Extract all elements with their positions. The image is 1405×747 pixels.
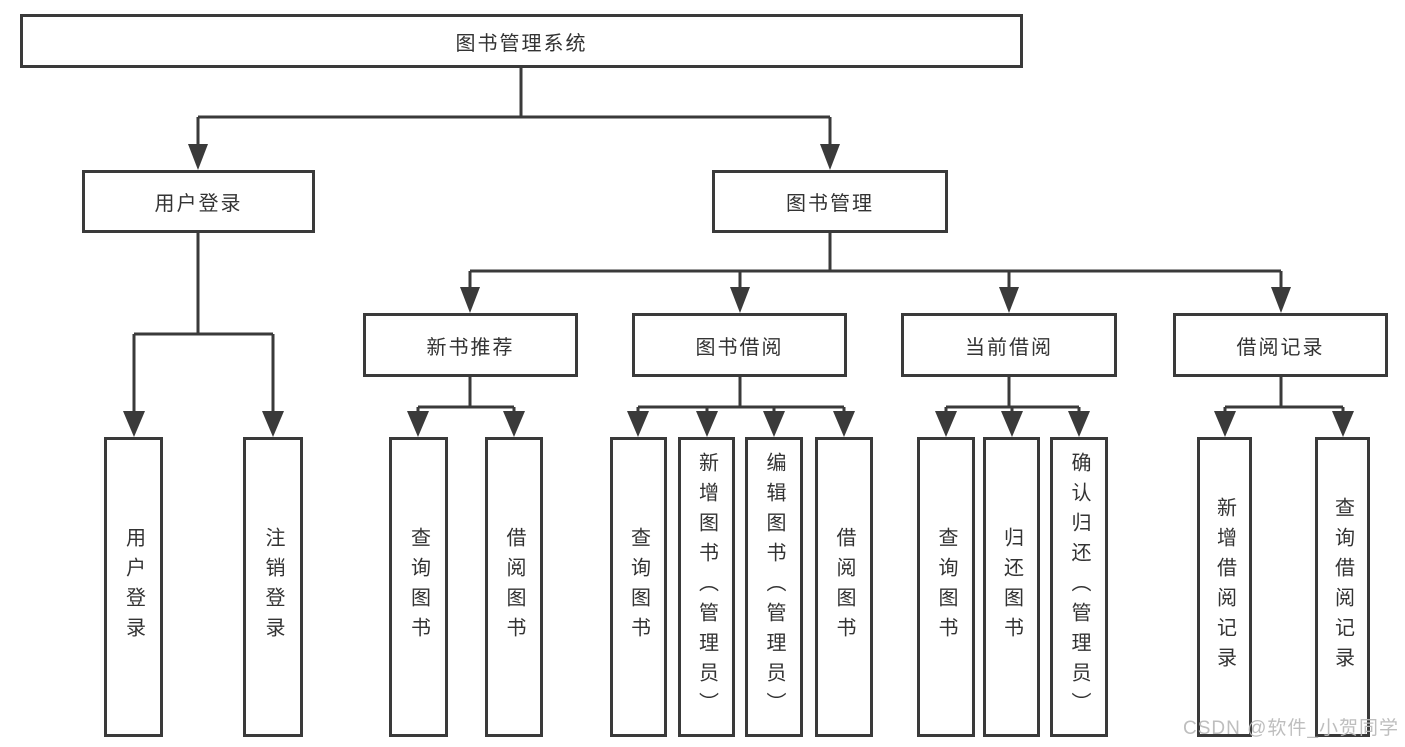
arrowhead — [935, 411, 957, 437]
node-query-books-borrowing: 查询图书 — [610, 437, 667, 737]
connector-line — [468, 233, 1283, 289]
arrowhead — [503, 411, 525, 437]
watermark-text: CSDN @软件_小贺同学 — [1183, 718, 1399, 739]
node-user-login: 用户登录 — [82, 170, 315, 233]
arrowhead — [627, 411, 649, 437]
arrowhead — [696, 411, 718, 437]
connector-current-borrowing-to-children — [935, 377, 1090, 437]
connector-user-login-to-children — [123, 233, 284, 437]
node-borrowing-records-label: 借阅记录 — [1236, 336, 1325, 359]
node-query-books-recommend: 查询图书 — [389, 437, 448, 737]
node-logout-label: 注销登录 — [262, 527, 284, 647]
connector-new-book-to-children — [407, 377, 525, 437]
node-add-borrow-record: 新增借阅记录 — [1197, 437, 1252, 737]
node-new-book-recommend: 新书推荐 — [363, 313, 578, 377]
arrowhead — [833, 411, 855, 437]
node-query-books-current: 查询图书 — [917, 437, 975, 737]
node-book-borrowing-label: 图书借阅 — [695, 336, 784, 359]
node-add-book-admin: 新增图书（管理员） — [678, 437, 735, 737]
node-borrow-books-recommend-label: 借阅图书 — [503, 527, 525, 647]
arrowhead — [460, 287, 480, 313]
connector-line — [132, 233, 275, 413]
connector-root-to-level2 — [188, 68, 840, 170]
arrowhead — [1068, 411, 1090, 437]
node-user-login-label: 用户登录 — [154, 193, 243, 215]
connector-borrowing-records-to-children — [1214, 377, 1354, 437]
connector-line — [636, 377, 846, 414]
node-root-label: 图书管理系统 — [455, 32, 588, 55]
node-new-book-recommend-label: 新书推荐 — [426, 336, 515, 359]
connector-line — [196, 68, 832, 146]
node-logout: 注销登录 — [243, 437, 303, 737]
connector-line — [1223, 377, 1345, 414]
node-query-books-borrowing-label: 查询图书 — [627, 527, 650, 647]
node-add-borrow-record-label: 新增借阅记录 — [1213, 497, 1236, 677]
node-book-management: 图书管理 — [712, 170, 948, 233]
arrowhead — [1271, 287, 1291, 313]
connector-line — [416, 377, 516, 414]
node-borrow-books-borrowing: 借阅图书 — [815, 437, 873, 737]
arrowhead — [1214, 411, 1236, 437]
node-query-books-current-label: 查询图书 — [935, 527, 957, 647]
node-book-borrowing: 图书借阅 — [632, 313, 847, 377]
arrowhead — [1001, 411, 1023, 437]
node-confirm-return-admin: 确认归还（管理员） — [1050, 437, 1108, 737]
arrowhead — [1332, 411, 1354, 437]
node-borrowing-records: 借阅记录 — [1173, 313, 1388, 377]
connector-line — [944, 377, 1081, 414]
arrowhead — [188, 144, 208, 170]
node-user-login-leaf: 用户登录 — [104, 437, 163, 737]
arrowhead — [763, 411, 785, 437]
node-edit-book-admin-label: 编辑图书（管理员） — [763, 452, 785, 722]
node-borrow-books-recommend: 借阅图书 — [485, 437, 543, 737]
node-query-borrow-record-label: 查询借阅记录 — [1331, 497, 1354, 677]
node-return-books: 归还图书 — [983, 437, 1040, 737]
node-root: 图书管理系统 — [20, 14, 1023, 68]
node-edit-book-admin: 编辑图书（管理员） — [745, 437, 803, 737]
node-borrow-books-borrowing-label: 借阅图书 — [833, 527, 855, 647]
arrowhead — [262, 411, 284, 437]
node-current-borrowing: 当前借阅 — [901, 313, 1117, 377]
node-user-login-leaf-label: 用户登录 — [122, 527, 145, 647]
node-confirm-return-admin-label: 确认归还（管理员） — [1068, 452, 1090, 722]
node-query-books-recommend-label: 查询图书 — [407, 527, 430, 647]
node-query-borrow-record: 查询借阅记录 — [1315, 437, 1370, 737]
arrowhead — [999, 287, 1019, 313]
node-return-books-label: 归还图书 — [1000, 527, 1023, 647]
connector-book-management-to-children — [460, 233, 1291, 313]
arrowhead — [407, 411, 429, 437]
node-book-management-label: 图书管理 — [786, 193, 874, 215]
node-add-book-admin-label: 新增图书（管理员） — [695, 452, 718, 722]
node-current-borrowing-label: 当前借阅 — [965, 336, 1053, 359]
arrowhead — [820, 144, 840, 170]
connector-book-borrowing-to-children — [627, 377, 855, 437]
arrowhead — [123, 411, 145, 437]
arrowhead — [730, 287, 750, 313]
